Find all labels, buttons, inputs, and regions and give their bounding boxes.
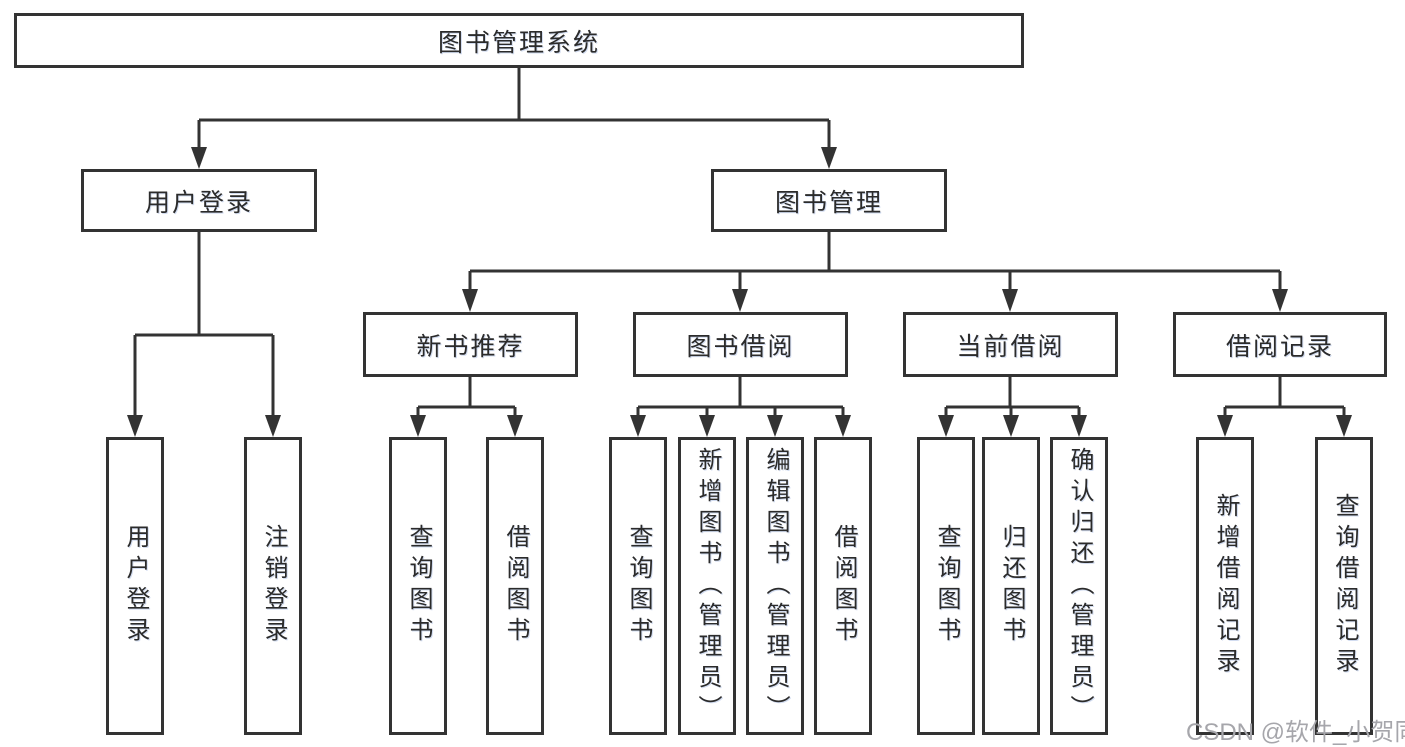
connector-book-borrow-to-leaves: [630, 377, 851, 437]
leaf-borrow-query-books: 查询图书: [609, 437, 667, 735]
leaf-recommend-borrow-books: 借阅图书: [486, 437, 544, 735]
leaf-user-login: 用户登录: [106, 437, 164, 735]
leaf-return-book: 归还图书: [982, 437, 1040, 735]
leaf-add-book-admin: 新增图书（管理员）: [678, 437, 736, 735]
leaf-confirm-return-admin: 确认归还（管理员）: [1050, 437, 1108, 735]
watermark: CSDN @软件_小贺同学: [1186, 719, 1405, 746]
node-book-management: 图书管理: [711, 169, 947, 232]
leaf-logout: 注销登录: [244, 437, 302, 735]
node-current-borrow: 当前借阅: [903, 312, 1118, 377]
node-root: 图书管理系统: [14, 13, 1024, 68]
leaf-edit-book-admin: 编辑图书（管理员）: [746, 437, 804, 735]
connector-current-borrow-to-leaves: [938, 377, 1087, 437]
leaf-query-borrow-record: 查询借阅记录: [1315, 437, 1373, 735]
leaf-add-borrow-record: 新增借阅记录: [1196, 437, 1254, 735]
node-borrow-records: 借阅记录: [1173, 312, 1387, 377]
node-user-login: 用户登录: [81, 169, 317, 232]
connector-borrow-records-to-leaves: [1217, 377, 1352, 437]
leaf-recommend-query-books: 查询图书: [389, 437, 447, 735]
connector-user-login-to-leaves: [127, 232, 281, 437]
leaf-borrow-books: 借阅图书: [814, 437, 872, 735]
connector-root-to-level2: [191, 68, 837, 169]
leaf-current-query-books: 查询图书: [917, 437, 975, 735]
node-new-book-recommend: 新书推荐: [363, 312, 578, 377]
node-book-borrow: 图书借阅: [633, 312, 848, 377]
connector-new-book-recommend-to-leaves: [410, 377, 523, 437]
connector-book-management-to-sections: [462, 232, 1288, 312]
